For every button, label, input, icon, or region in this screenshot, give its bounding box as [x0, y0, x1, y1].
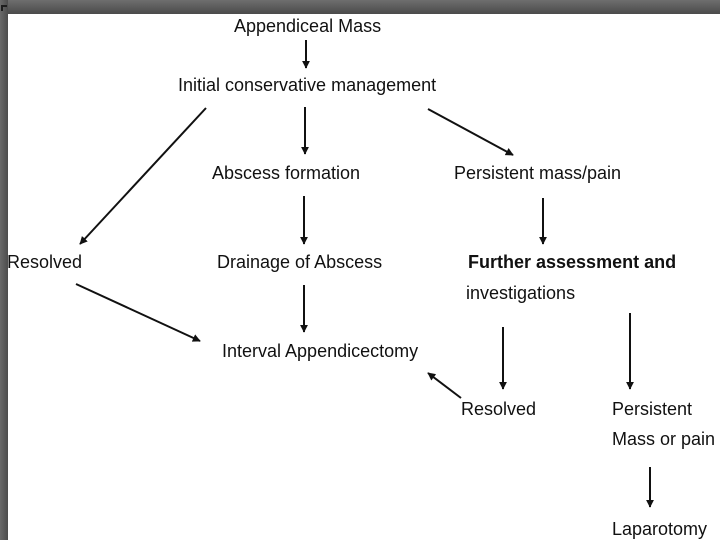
node-interval-appendicectomy: Interval Appendicectomy	[222, 341, 419, 361]
node-persistent-mass-pain: Persistent mass/pain	[454, 163, 622, 183]
node-further-assessment-line2: investigations	[466, 283, 576, 303]
node-laparotomy: Laparotomy	[612, 519, 708, 539]
slide-frame-left	[0, 0, 8, 540]
node-initial-conservative-management: Initial conservative management	[178, 75, 437, 95]
node-abscess-formation: Abscess formation	[212, 163, 361, 183]
node-resolved-right: Resolved	[461, 399, 537, 419]
slide-frame-top	[0, 0, 720, 14]
node-persistent-mass-line1: Persistent	[612, 399, 693, 419]
node-drainage-of-abscess: Drainage of Abscess	[217, 252, 383, 272]
node-resolved-left: Resolved	[7, 252, 83, 272]
slide-canvas	[8, 14, 720, 540]
corner-bracket-icon	[1, 5, 7, 11]
node-further-assessment-line1: Further assessment and	[468, 252, 677, 272]
node-appendiceal-mass: Appendiceal Mass	[234, 16, 382, 36]
node-persistent-mass-line2: Mass or pain	[612, 429, 716, 449]
